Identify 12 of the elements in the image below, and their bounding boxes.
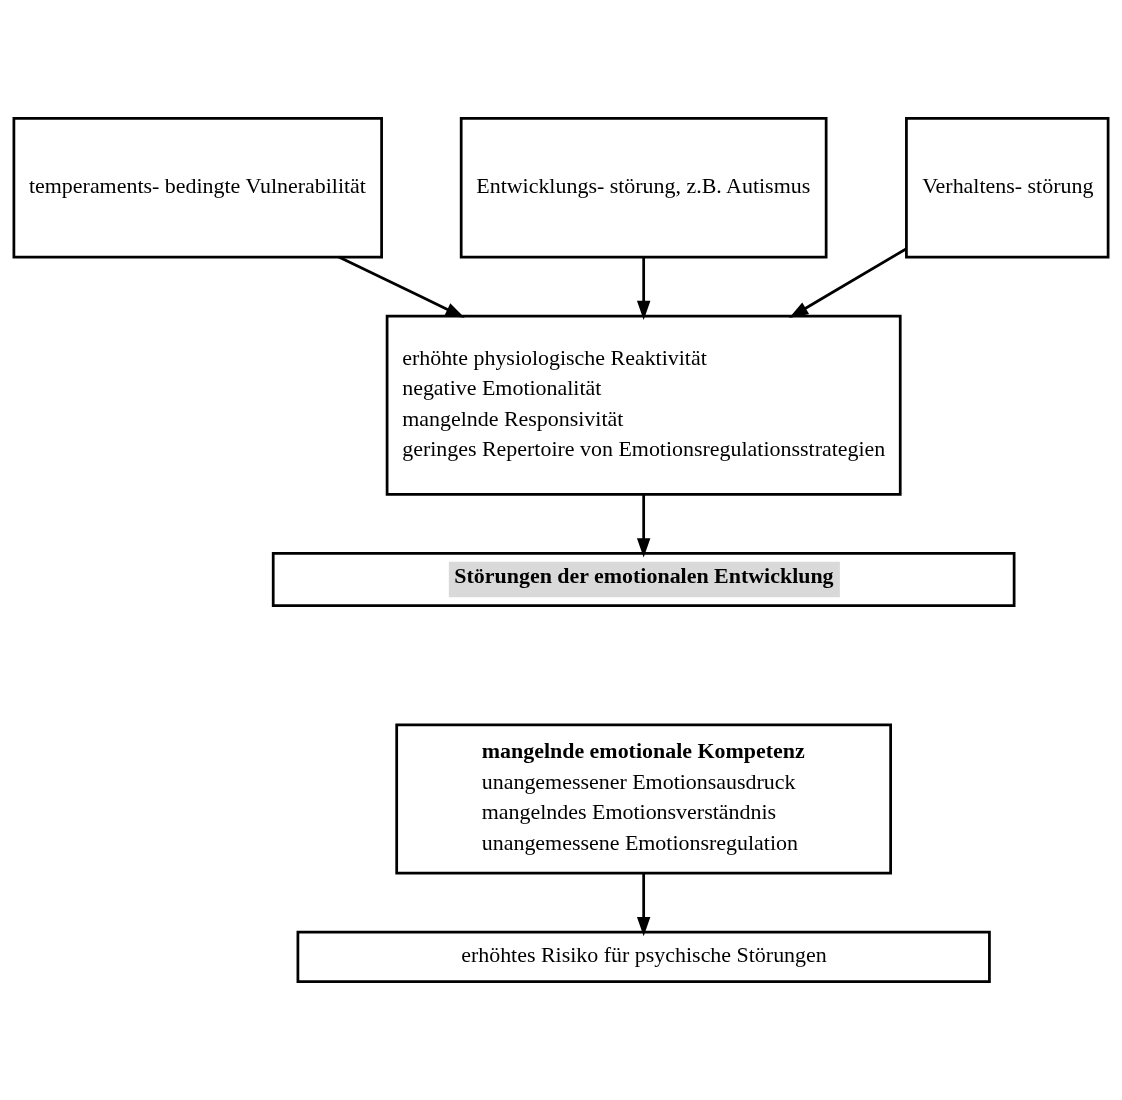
arrow [789,247,907,318]
node-box: mangelnde emotionale Kompetenz unangemessener Emotionsausdruck mangelndes Emotionsverständnis unangemessene Emotionsregulation [395,723,892,875]
node-box: temperaments- bedingte Vulnerabilität [12,117,383,259]
node-box: Verhaltens- störung [905,117,1110,259]
arrow [636,494,651,558]
arrow [338,255,465,318]
node-box: erhöhtes Risiko für psychische Störungen [296,930,991,983]
arrow [636,257,651,321]
node-box: Störungen der emotionalen Entwicklung [271,552,1016,607]
arrow [636,873,651,937]
node-box: Entwicklungs- störung, z.B. Autismus [459,117,828,259]
node-box: erhöhte physiologische Reaktivität negative Emotionalität mangelnde Responsivität geringes Repertoire von Emotionsregulationsstrategien [385,314,902,496]
